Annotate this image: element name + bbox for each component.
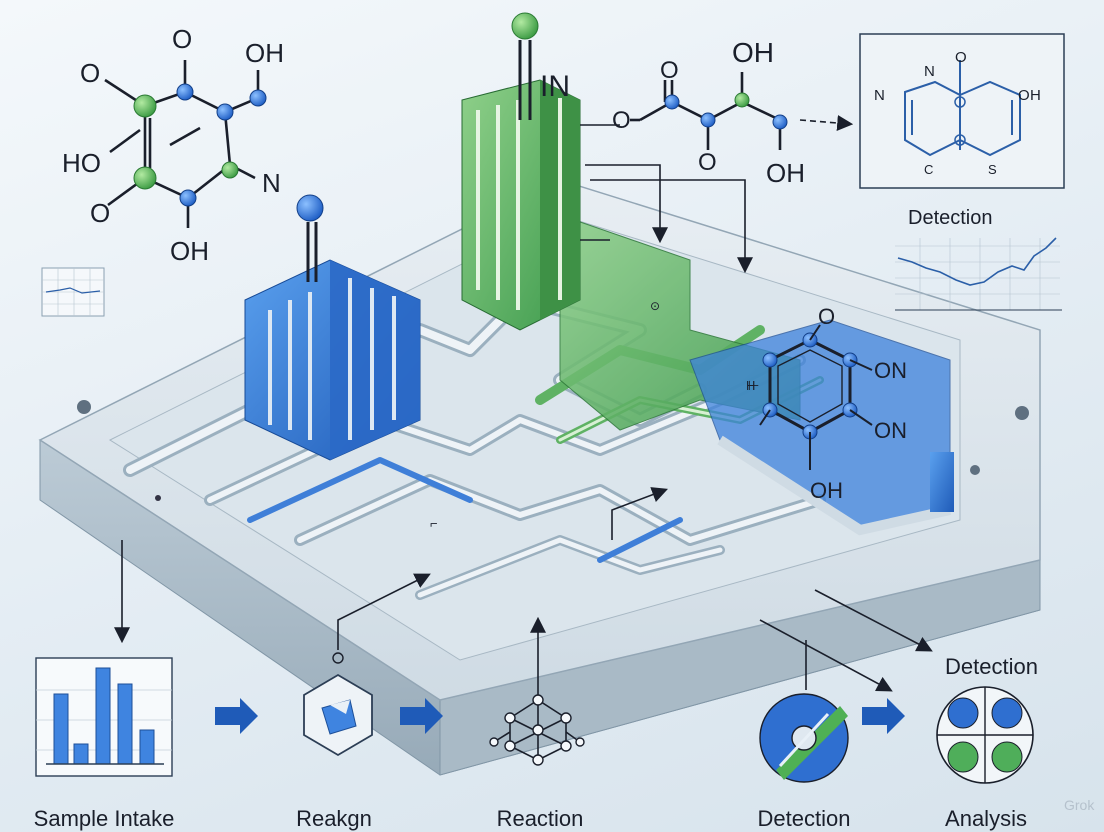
detection-arrow	[800, 120, 850, 124]
side-detection-label: Detection	[945, 654, 1038, 679]
arrow-right-icon	[862, 698, 905, 734]
svg-text:N: N	[262, 168, 281, 198]
svg-text:O: O	[818, 304, 835, 329]
step-label-reagent: Reakgn	[296, 806, 372, 831]
svg-text:⌐: ⌐	[430, 516, 438, 531]
svg-text:O: O	[955, 49, 967, 66]
step-label-reaction: Reaction	[497, 806, 584, 831]
svg-text:OH: OH	[810, 478, 843, 503]
watermark: Grok	[1064, 797, 1095, 813]
svg-text:ON: ON	[874, 418, 907, 443]
molecule-left: O OH HO N O OH O	[62, 24, 284, 266]
mount-hole	[155, 495, 161, 501]
step-label-analysis: Analysis	[945, 806, 1027, 831]
blue-inlet-tower	[245, 195, 420, 460]
mount-hole	[970, 465, 980, 475]
svg-text:O: O	[172, 24, 192, 54]
svg-text:N: N	[874, 87, 885, 104]
inlet-atom-blue	[297, 195, 323, 221]
svg-text:H: H	[746, 378, 755, 393]
svg-text:ON: ON	[874, 358, 907, 383]
inlet-label: IN	[540, 70, 570, 103]
svg-text:OH: OH	[766, 158, 805, 188]
svg-text:O: O	[80, 58, 100, 88]
detection-signal-plot	[895, 238, 1062, 310]
outlet-port	[930, 452, 954, 512]
step-label-sample-intake: Sample Intake	[34, 806, 175, 831]
thumbnail-chart-left	[42, 268, 104, 316]
mount-hole	[1015, 406, 1029, 420]
mount-hole	[77, 400, 91, 414]
svg-text:S: S	[988, 162, 997, 177]
svg-text:HO: HO	[62, 148, 101, 178]
svg-text:C: C	[924, 162, 933, 177]
svg-text:H: H	[1030, 87, 1041, 104]
svg-text:N: N	[924, 63, 935, 80]
detection-panel-label: Detection	[908, 207, 993, 229]
svg-text:O: O	[612, 107, 631, 134]
green-inlet-tower	[462, 13, 580, 330]
svg-text:O: O	[660, 57, 679, 84]
arrow-right-icon	[215, 698, 258, 734]
inlet-atom-green	[512, 13, 538, 39]
svg-text:O: O	[1018, 87, 1030, 104]
quadrant-circle-icon	[937, 687, 1033, 783]
sensor-circle-icon	[760, 694, 848, 782]
svg-text:O: O	[90, 198, 110, 228]
svg-text:O: O	[698, 149, 717, 176]
step-label-detection: Detection	[758, 806, 851, 831]
svg-text:OH: OH	[732, 37, 774, 68]
bar-chart-icon	[36, 658, 172, 776]
svg-text:OH: OH	[245, 38, 284, 68]
svg-text:OH: OH	[170, 236, 209, 266]
svg-text:⊙: ⊙	[650, 299, 660, 313]
detection-panel: N O H C S N O	[860, 34, 1064, 188]
